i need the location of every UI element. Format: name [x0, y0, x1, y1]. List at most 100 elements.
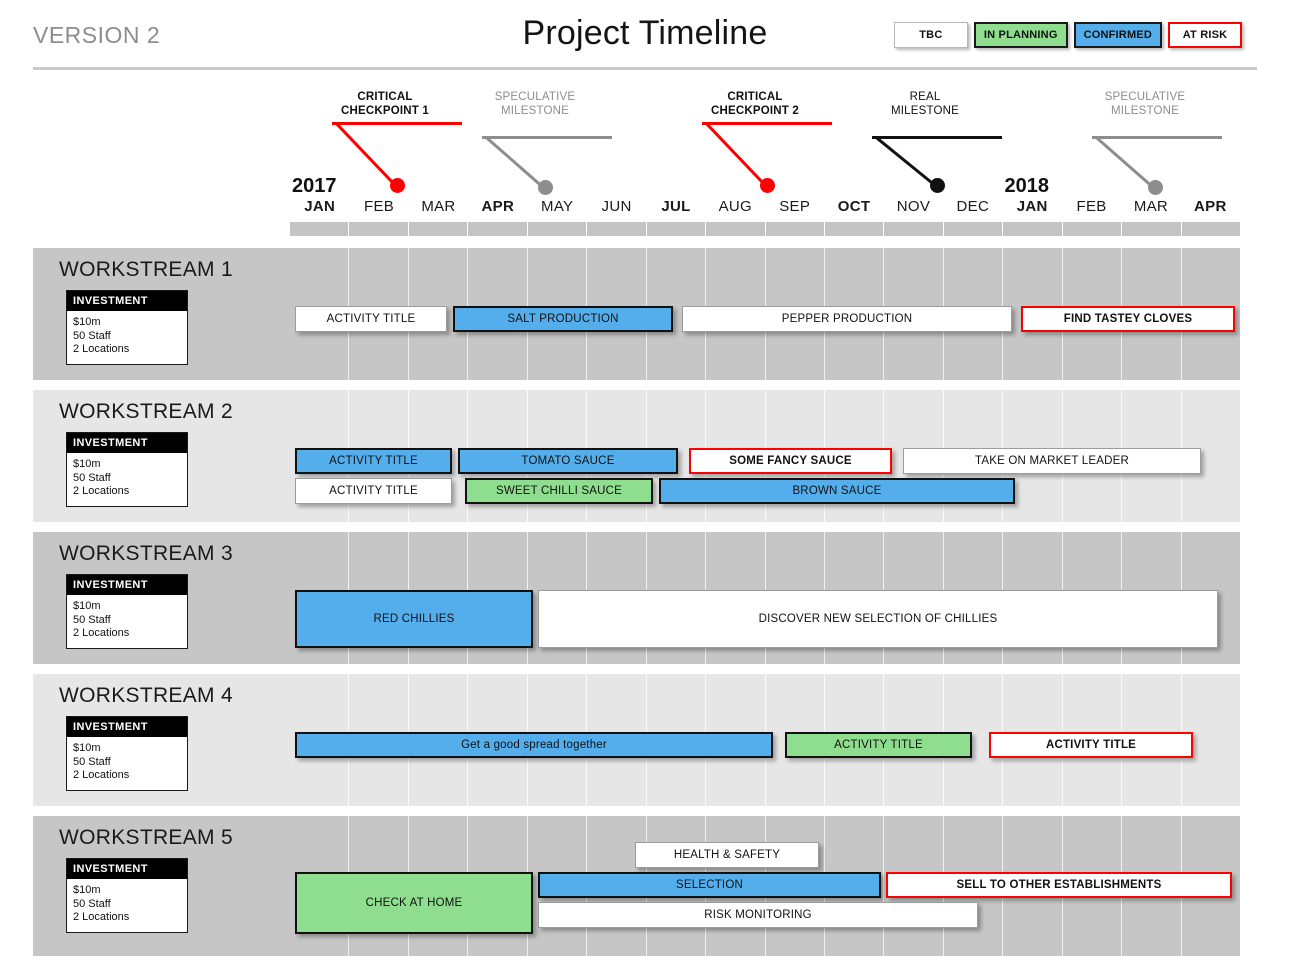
investment-heading: INVESTMENT: [67, 859, 187, 879]
activity-bar[interactable]: SWEET CHILLI SAUCE: [465, 478, 653, 504]
milestone-dot-icon[interactable]: [930, 178, 945, 193]
legend-chip-risk[interactable]: AT RISK: [1168, 22, 1242, 48]
month-label-jul-6[interactable]: JUL: [661, 198, 691, 215]
milestone-rule: [332, 122, 462, 125]
month-label-sep-8[interactable]: SEP: [779, 198, 811, 215]
activity-bar[interactable]: BROWN SAUCE: [659, 478, 1015, 504]
legend-chip-confirmed[interactable]: CONFIRMED: [1073, 22, 1162, 48]
milestone-label: CRITICAL CHECKPOINT 1: [310, 90, 460, 118]
investment-line: 2 Locations: [73, 911, 130, 923]
milestone-rule: [1092, 136, 1222, 139]
milestone-label-line1: SPECULATIVE: [1104, 91, 1186, 103]
activity-bar[interactable]: PEPPER PRODUCTION: [682, 306, 1012, 332]
investment-heading: INVESTMENT: [67, 433, 187, 453]
activity-bar[interactable]: SOME FANCY SAUCE: [689, 448, 892, 474]
month-label-aug-7[interactable]: AUG: [718, 198, 753, 215]
investment-line: 2 Locations: [73, 627, 130, 639]
investment-line: 2 Locations: [73, 343, 130, 355]
month-label-mar-14[interactable]: MAR: [1133, 198, 1169, 215]
month-label-jan-0[interactable]: JAN: [304, 198, 336, 215]
milestone-label-line1: REAL: [909, 91, 941, 103]
month-label-nov-10[interactable]: NOV: [896, 198, 931, 215]
activity-bar[interactable]: FIND TASTEY CLOVES: [1021, 306, 1235, 332]
investment-line: 50 Staff: [73, 329, 111, 342]
milestone-rule: [482, 136, 612, 139]
milestone-dot-icon[interactable]: [538, 180, 553, 195]
month-label-may-4[interactable]: MAY: [541, 198, 574, 215]
activity-bar[interactable]: Get a good spread together: [295, 732, 773, 758]
milestone-leader-line: [705, 123, 767, 188]
activity-bar[interactable]: RISK MONITORING: [538, 902, 978, 928]
timeline-milestones: CRITICAL CHECKPOINT 1 SPECULATIVE MILESTONE…: [290, 90, 1240, 230]
milestone-label-line2: CHECKPOINT 2: [710, 105, 800, 117]
month-label-oct-9[interactable]: OCT: [837, 198, 871, 215]
month-label-feb-13[interactable]: FEB: [1076, 198, 1107, 215]
month-band-cell: [1182, 222, 1240, 236]
milestone-rule: [702, 122, 832, 125]
investment-line: $10m: [73, 742, 101, 754]
activity-bars: Get a good spread together ACTIVITY TITLE…: [290, 674, 1240, 806]
month-label-mar-2[interactable]: MAR: [421, 198, 456, 215]
activity-bar[interactable]: ACTIVITY TITLE: [295, 478, 452, 504]
month-label-jun-5[interactable]: JUN: [601, 198, 632, 215]
legend-chip-planning[interactable]: IN PLANNING: [973, 22, 1068, 48]
milestone-dot-icon[interactable]: [1148, 180, 1163, 195]
activity-bar[interactable]: ACTIVITY TITLE: [295, 306, 447, 332]
month-band-cell: [528, 222, 588, 236]
activity-bar[interactable]: HEALTH & SAFETY: [635, 842, 819, 868]
month-band-cell: [468, 222, 528, 236]
month-label-jan-12[interactable]: JAN: [1016, 198, 1048, 215]
activity-bar[interactable]: SALT PRODUCTION: [453, 306, 673, 332]
activity-bar[interactable]: SELECTION: [538, 872, 881, 898]
header-divider: [33, 67, 1257, 70]
month-label-apr-15[interactable]: APR: [1194, 198, 1227, 215]
workstream-title: WORKSTREAM 2: [59, 400, 233, 423]
investment-line: 2 Locations: [73, 769, 130, 781]
month-band-cell: [825, 222, 885, 236]
investment-line: $10m: [73, 884, 101, 896]
month-band-cell: [1003, 222, 1063, 236]
activity-bar[interactable]: TAKE ON MARKET LEADER: [903, 448, 1201, 474]
milestone-rule: [872, 136, 1002, 139]
month-label-feb-1[interactable]: FEB: [364, 198, 395, 215]
milestone-dot-icon[interactable]: [390, 178, 405, 193]
investment-heading: INVESTMENT: [67, 717, 187, 737]
month-band-cell: [706, 222, 766, 236]
month-band-cell: [587, 222, 647, 236]
activity-bar[interactable]: SELL TO OTHER ESTABLISHMENTS: [886, 872, 1232, 898]
milestone-label-line1: CRITICAL: [357, 91, 413, 103]
activity-bar[interactable]: DISCOVER NEW SELECTION OF CHILLIES: [538, 590, 1218, 648]
milestone-label-line2: MILESTONE: [1110, 105, 1180, 117]
activity-bar[interactable]: ACTIVITY TITLE: [785, 732, 972, 758]
activity-bar[interactable]: CHECK AT HOME: [295, 872, 533, 934]
month-axis: JAN FEB MAR APR MAY JUN JUL AUG SEP OCT NOV DEC JAN F…: [290, 198, 1240, 218]
activity-bar[interactable]: RED CHILLIES: [295, 590, 533, 648]
activity-bar[interactable]: ACTIVITY TITLE: [989, 732, 1193, 758]
month-band-cell: [1063, 222, 1123, 236]
activity-bar[interactable]: ACTIVITY TITLE: [295, 448, 452, 474]
month-band-cell: [884, 222, 944, 236]
workstream-title: WORKSTREAM 4: [59, 684, 233, 707]
month-label-apr-3[interactable]: APR: [481, 198, 515, 215]
milestone-label-line2: CHECKPOINT 1: [340, 105, 430, 117]
legend-chip-tbc[interactable]: TBC: [893, 22, 968, 48]
activity-bar[interactable]: TOMATO SAUCE: [458, 448, 678, 474]
investment-line: $10m: [73, 458, 101, 470]
month-label-dec-11[interactable]: DEC: [956, 198, 990, 215]
milestone-dot-icon[interactable]: [760, 178, 775, 193]
